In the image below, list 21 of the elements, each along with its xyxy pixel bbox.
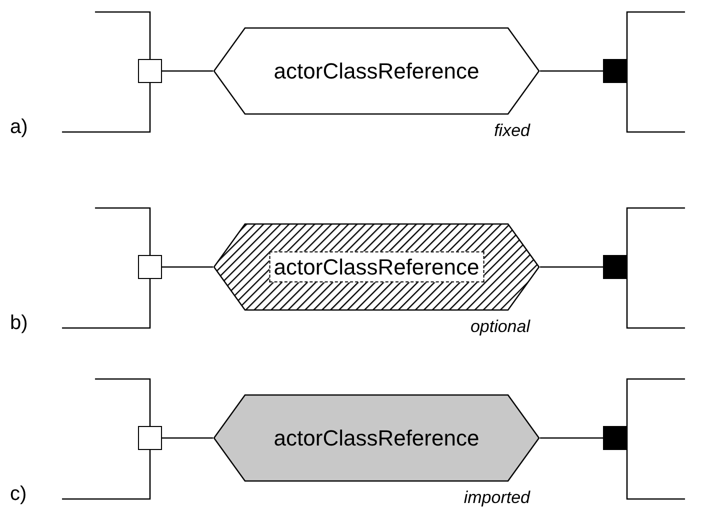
row-label: c) <box>10 483 27 506</box>
port-square <box>138 59 162 83</box>
connector-line <box>540 70 603 72</box>
row-label: a) <box>10 116 28 139</box>
connector-line <box>162 266 213 268</box>
connector-line <box>540 266 603 268</box>
hexagon-label: actorClassReference <box>272 57 480 86</box>
port-square <box>138 255 162 279</box>
row-label: b) <box>10 312 28 335</box>
connector-line <box>540 437 603 439</box>
hexagon-label: actorClassReference <box>272 424 480 452</box>
port-square <box>603 59 627 83</box>
connector-line <box>162 70 213 72</box>
port-square <box>603 426 627 450</box>
node-label: fixed <box>494 121 530 141</box>
connector-line <box>162 437 213 439</box>
node-label: optional <box>470 317 530 337</box>
port-square <box>603 255 627 279</box>
node-label: imported <box>464 488 530 508</box>
port-square <box>138 426 162 450</box>
hexagon-label: actorClassReference <box>268 251 484 283</box>
